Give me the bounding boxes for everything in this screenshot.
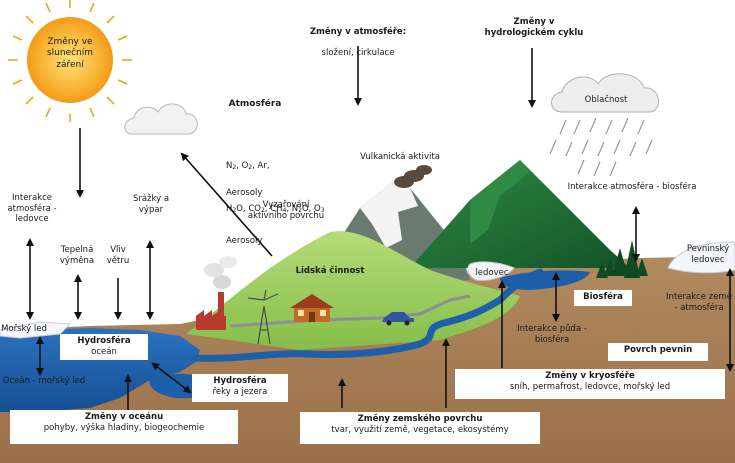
hydrosphere-ocean-box: Hydrosféra oceán (60, 334, 148, 360)
arrow-rivers (151, 362, 192, 394)
green-mountain-ridge (470, 160, 530, 244)
atm-ice-label: Interakce atmosféra - ledovce (7, 193, 57, 225)
arrows (26, 46, 734, 410)
ocean-changes-title: Změny v oceánu (84, 412, 164, 422)
ocean (0, 328, 200, 412)
green-mountain (410, 160, 630, 268)
cryosphere-sub: sníh, permafrost, ledovce, mořský led (509, 382, 671, 393)
windmill (247, 289, 279, 345)
volcanic-smoke (394, 165, 432, 188)
composition-line-2: H2O, CO2, CH4, N2O, O3 (226, 203, 325, 214)
river (192, 268, 544, 362)
rain (549, 117, 653, 177)
aerosols-label-2: Aerosoly (226, 188, 263, 198)
house (290, 294, 334, 322)
surface-changes-sub: tvar, využití země, vegetace, ekosystémy (331, 425, 509, 436)
precip-label: Srážky a výpar (132, 194, 170, 215)
hydrosphere-rivers-box: Hydrosféra řeky a jezera (192, 374, 288, 402)
radiation-label: Vyzařování aktivního povrchu (247, 200, 325, 221)
human-activity-label: Lidská činnost (295, 266, 365, 276)
wind-label: Vliv větru (106, 245, 130, 266)
volcanic-label: Vulkanická aktivita (360, 152, 440, 162)
hydro-cycle-changes-label: Změny v hydrologickém cyklu (484, 17, 584, 38)
ocean-ice-label: Oceán - mořský led (2, 376, 86, 386)
arrow-radiation (180, 152, 273, 257)
green-hill (186, 231, 520, 350)
cryosphere-title: Změny v kryosféře (545, 371, 635, 381)
sun-rays (8, 0, 132, 122)
surface-changes-title: Změny zemského povrchu (357, 414, 483, 424)
land-ice-atm-label: Interakce země - atmosféra (666, 292, 732, 313)
aerosols-label: Aerosoly (226, 235, 263, 246)
heat-label: Tepelná výměna (59, 245, 95, 266)
glacier-lake (500, 270, 590, 290)
hydrosphere-rivers-sub: řeky a jezera (212, 387, 268, 398)
sun (27, 17, 113, 103)
hydrosphere-ocean-title: Hydrosféra (77, 336, 131, 346)
cloud-right (551, 73, 659, 113)
glacier (467, 261, 515, 281)
cloud-label: Oblačnost (584, 95, 628, 105)
cloud-left (124, 103, 198, 135)
land-surface-box: Povrch pevnin (608, 343, 708, 361)
atm-bio-label: Interakce atmosféra - biosféra (567, 182, 697, 192)
cryosphere-box: Změny v kryosféře sníh, permafrost, ledo… (455, 369, 725, 399)
ocean-changes-sub: pohyby, výška hladiny, biogeochemie (43, 423, 205, 434)
factory (196, 256, 237, 330)
atmosphere-changes-sub: složení, cirkulace (321, 47, 395, 58)
glacier-label: ledovec (475, 268, 509, 278)
sun-label: Změny ve slunečním záření (46, 37, 94, 70)
volcano-snow (360, 182, 418, 248)
atmosphere-changes-title: Změny v atmosféře: (309, 26, 407, 37)
land-ice (667, 241, 735, 274)
ocean-changes-box: Změny v oceánu pohyby, výška hladiny, bi… (10, 410, 238, 444)
land-ice-label: Pevninský ledovec (686, 244, 730, 265)
car (382, 312, 414, 326)
atmosphere-changes-label: Změny v atmosféře: složení, cirkulace (298, 16, 418, 59)
atmosphere-box: Atmosféra (224, 97, 286, 115)
sea-ice-label: Mořský led (1, 324, 47, 334)
biosphere-box: Biosféra (574, 290, 632, 306)
surface-changes-box: Změny zemského povrchu tvar, využití zem… (300, 412, 540, 444)
soil-bio-label: Interakce půda - biosféra (517, 324, 587, 345)
composition-line-1: N2, O2, Ar, (226, 161, 270, 172)
hydrosphere-ocean-sub: oceán (91, 347, 117, 358)
hydrosphere-rivers-title: Hydrosféra (213, 376, 267, 386)
atmosphere-composition: N2, O2, Ar, H2O, CO2, CH4, N2O, O3 Aeros… (226, 140, 336, 246)
